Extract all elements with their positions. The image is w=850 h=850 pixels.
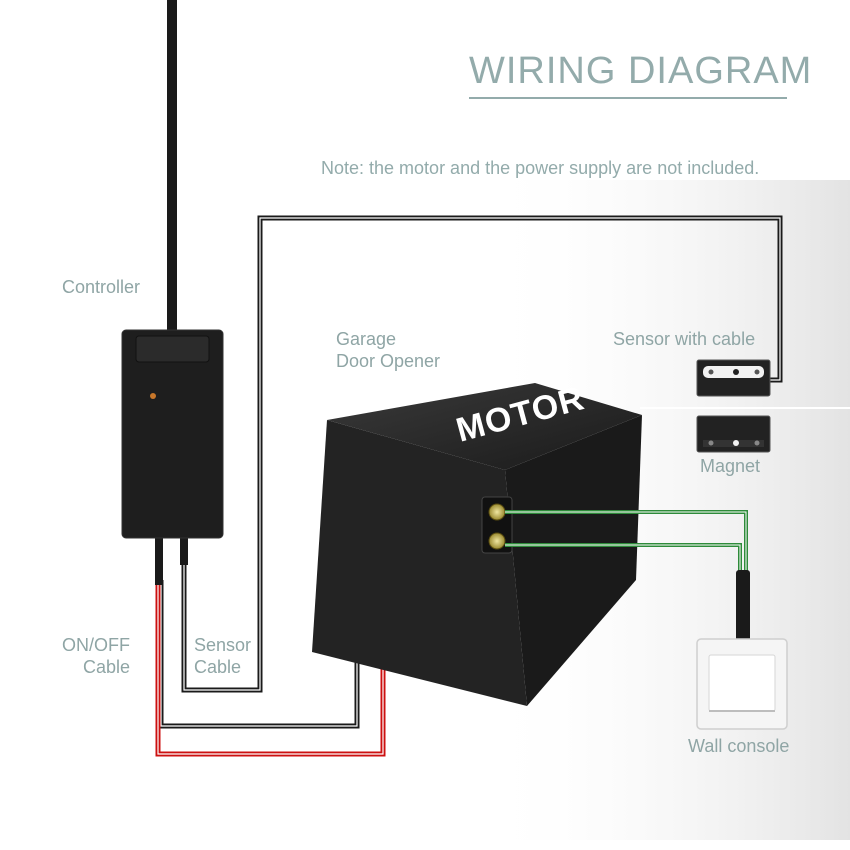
motor-side-face xyxy=(505,415,642,706)
sensor-with-cable-label: Sensor with cable xyxy=(613,329,755,349)
note-text: Note: the motor and the power supply are… xyxy=(321,158,759,178)
wall-console-green-wire-2-inner xyxy=(505,544,741,575)
terminal-screw-bottom xyxy=(488,532,506,550)
onoff-label-line1: ON/OFF xyxy=(62,635,130,655)
controller-led xyxy=(150,393,156,399)
wall-console-cable xyxy=(736,570,750,648)
controller-cable-right xyxy=(180,535,188,565)
terminal-screw-top xyxy=(488,503,506,521)
sensor-cable-label-line1: Sensor xyxy=(194,635,251,655)
terminal-block xyxy=(481,496,513,554)
wall-console-label: Wall console xyxy=(688,736,789,756)
diagram-title: WIRING DIAGRAM xyxy=(469,50,812,92)
controller-device xyxy=(121,329,224,539)
magnet-label: Magnet xyxy=(700,456,760,476)
magnet xyxy=(696,415,771,453)
sensor-cable-wire-inner xyxy=(183,217,781,691)
wall-console-rocker xyxy=(708,654,776,712)
motor-front-face xyxy=(312,420,527,706)
controller-button xyxy=(135,335,210,363)
garage-label-line2: Door Opener xyxy=(336,351,440,371)
sensor-cable-label-line2: Cable xyxy=(194,657,241,677)
motor-unit: MOTOR xyxy=(312,379,642,706)
wall-console-switch xyxy=(696,638,788,730)
controller-cable-left xyxy=(155,535,163,585)
onoff-label-line2: Cable xyxy=(83,657,130,677)
garage-label-line1: Garage xyxy=(336,329,396,349)
motor-top-face xyxy=(327,383,642,470)
controller-antenna-cable xyxy=(167,0,177,336)
wall-console-green-wire-1-inner xyxy=(505,511,747,575)
controller-label: Controller xyxy=(62,277,140,297)
door-sensor xyxy=(696,359,771,397)
